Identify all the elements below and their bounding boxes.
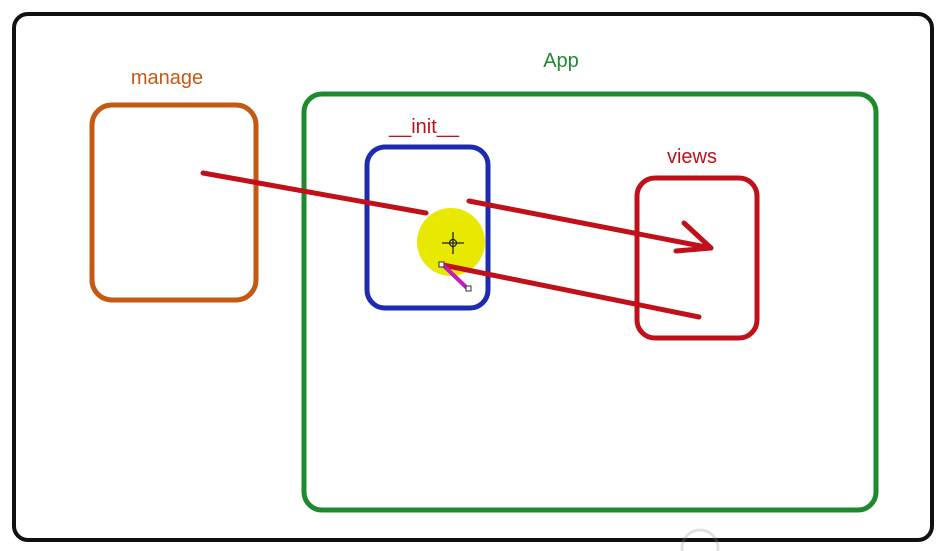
init-label: __init__ [388,116,460,138]
views-label: views [667,146,717,168]
arrow-init-to-views [466,198,714,254]
outer-frame [12,12,934,542]
manage-label: manage [131,67,203,89]
app-box [301,91,879,513]
views-box [634,175,760,341]
init-box [364,144,491,311]
crosshair-cursor-icon [442,232,464,254]
cursor-highlight [417,208,485,276]
arrow-manage-to-init [200,170,429,216]
watermark-logo [680,528,720,551]
arrow-views-to-init [440,262,702,320]
app-label: App [543,50,579,72]
manage-box [89,102,259,303]
pen-pointer-icon [438,261,472,292]
